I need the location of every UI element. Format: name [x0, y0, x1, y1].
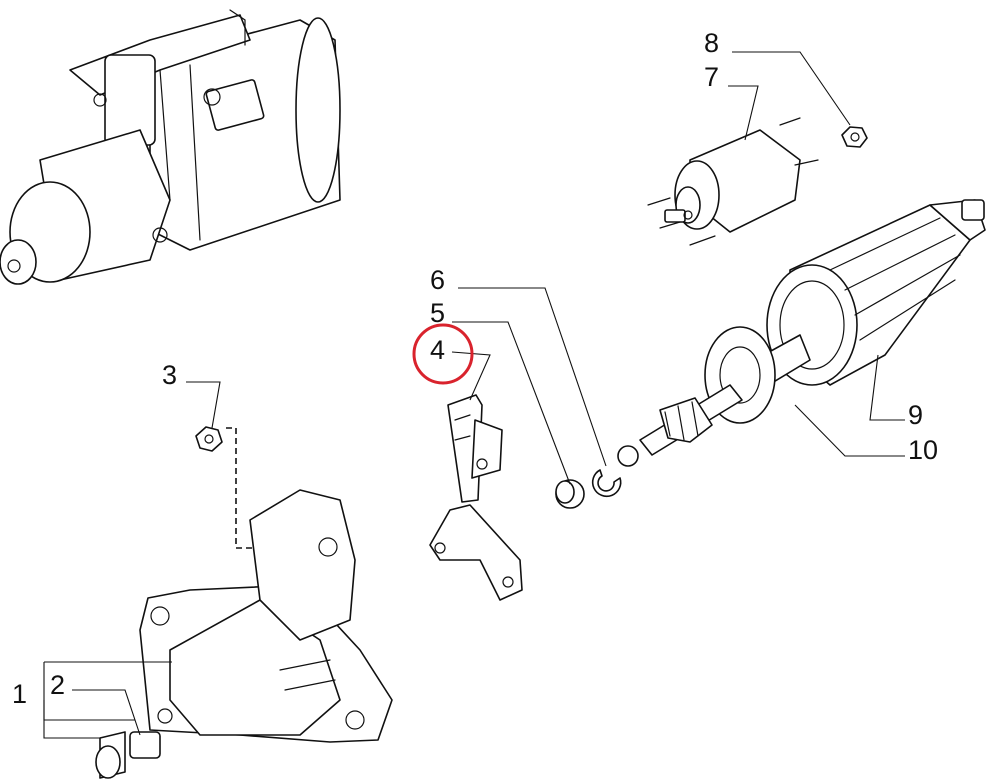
callout-8: 8: [704, 28, 719, 58]
callout-7: 7: [704, 62, 719, 92]
callout-3: 3: [162, 360, 177, 390]
part-4-shift-lever: [429, 394, 523, 601]
part-3-nut: [195, 426, 255, 549]
part-7-solenoid: [647, 117, 819, 246]
part-5-bushing: [555, 479, 585, 509]
callout-6: 6: [430, 265, 445, 295]
callout-10: 10: [908, 435, 938, 465]
part-6-snap-ring: [591, 469, 622, 498]
callout-4: 4: [430, 335, 445, 365]
callout-5: 5: [430, 298, 445, 328]
starter-motor-assembly: [0, 9, 341, 285]
part-1-drive-end-housing: [139, 489, 393, 743]
leader-lines: [43, 51, 905, 739]
part-10-drive-pinion: [617, 326, 776, 467]
callout-1: 1: [12, 679, 27, 709]
part-8-nut: [841, 126, 868, 148]
callout-9: 9: [908, 400, 923, 430]
callout-labels: 1 2 3 4 5 6 7 8 9 10: [12, 28, 938, 709]
part-9-armature: [739, 199, 986, 396]
callout-2: 2: [50, 670, 65, 700]
part-2-pinion-shaft: [95, 708, 173, 779]
highlight-circle: [412, 323, 474, 385]
